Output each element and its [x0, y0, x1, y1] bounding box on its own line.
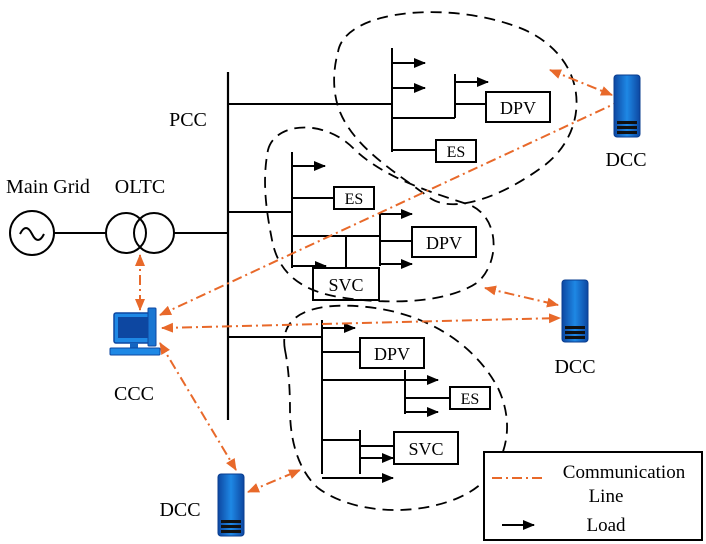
svg-text:DPV: DPV: [500, 98, 536, 118]
comm-ccc-dcc-middle: [161, 313, 561, 333]
legend-communication-label-1: Communication: [563, 462, 686, 483]
computer-icon: [109, 307, 161, 356]
svg-text:DPV: DPV: [426, 233, 462, 253]
legend: Communication Line Load: [483, 451, 703, 541]
dcc-label-middle: DCC: [554, 356, 595, 378]
main-grid-source: [9, 210, 55, 256]
dpv-box-top: DPV: [485, 91, 551, 123]
pcc-label: PCC: [169, 109, 207, 131]
ccc-label: CCC: [114, 383, 154, 405]
comm-zone-bottom-dcc: [247, 469, 301, 493]
communication-lines: [135, 69, 615, 493]
es-box-top: ES: [435, 139, 477, 163]
svg-text:ES: ES: [345, 191, 364, 208]
comm-zone-middle-dcc: [484, 285, 559, 308]
svc-box-middle: SVC: [312, 267, 380, 301]
dcc-label-bottom: DCC: [159, 499, 200, 521]
main-grid-label: Main Grid: [6, 176, 90, 198]
transformer-icon: [105, 212, 175, 254]
comm-ccc-dcc-bottom: [159, 342, 237, 471]
feeder-2-network: [291, 152, 413, 271]
server-icon: [561, 279, 589, 343]
svg-text:ES: ES: [461, 391, 480, 408]
svg-text:SVC: SVC: [408, 439, 443, 459]
comm-ccc-dcc-top: [159, 103, 615, 316]
legend-communication-label-2: Line: [589, 486, 624, 507]
zone-top: [333, 11, 578, 206]
svc-box-bottom: SVC: [393, 431, 459, 465]
feeder-1-network: [391, 48, 489, 152]
zone-bottom: [283, 304, 508, 511]
svg-text:ES: ES: [447, 144, 466, 161]
dpv-box-middle: DPV: [411, 226, 477, 258]
dcc-label-top: DCC: [605, 149, 646, 171]
comm-zone-top-dcc: [549, 69, 613, 96]
oltc-label: OLTC: [115, 176, 165, 198]
es-box-middle: ES: [333, 186, 375, 210]
svg-text:DPV: DPV: [374, 344, 410, 364]
svg-text:SVC: SVC: [328, 275, 363, 295]
server-icon: [613, 74, 641, 138]
es-box-bottom: ES: [449, 386, 491, 410]
server-icon: [217, 473, 245, 537]
legend-load-label: Load: [586, 515, 626, 536]
dpv-box-bottom: DPV: [359, 337, 425, 369]
